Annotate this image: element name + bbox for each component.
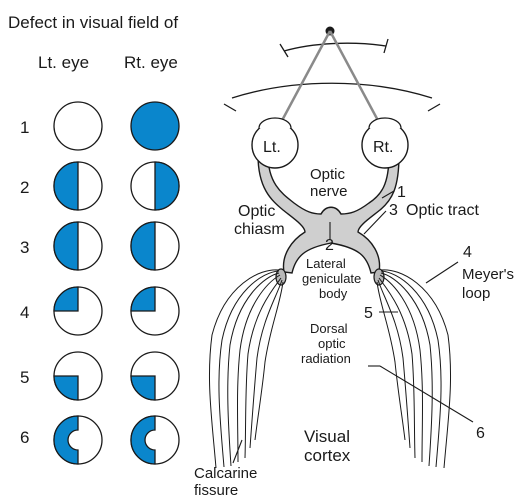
- optic-chiasm-label-line2: chiasm: [234, 221, 285, 238]
- optic-nerve-label-line2: nerve: [310, 183, 348, 200]
- row-number: 6: [20, 428, 29, 447]
- field-left-row3: [54, 222, 102, 270]
- left-eye-label: Lt.: [263, 139, 281, 156]
- meyers-loop-label-line1: Meyer's: [462, 266, 514, 283]
- field-right-row2: [131, 162, 179, 210]
- field-left-row2: [54, 162, 102, 210]
- right-eye: Rt.: [362, 118, 408, 168]
- field-right-row5: [131, 352, 179, 400]
- column-label-right-eye: Rt. eye: [124, 53, 178, 72]
- field-right-row3: [131, 222, 179, 270]
- dorsal-radiation-label-line2: optic: [318, 336, 346, 351]
- row-number: 1: [20, 118, 29, 137]
- field-right-row6: [131, 416, 179, 464]
- row-numbers: 1 2 3 4 5 6: [20, 118, 29, 447]
- row-number: 2: [20, 178, 29, 197]
- right-eye-label: Rt.: [373, 139, 393, 156]
- row-number: 5: [20, 368, 29, 387]
- field-left-row4: [54, 287, 102, 335]
- calcarine-fissure-label-line2: fissure: [194, 482, 238, 499]
- field-left-row1: [54, 102, 102, 150]
- dorsal-radiation-label-line1: Dorsal: [310, 321, 348, 336]
- optic-tract-label: Optic tract: [406, 202, 479, 219]
- row-number: 3: [20, 238, 29, 257]
- marker-6: 6: [476, 425, 485, 442]
- meyers-loop-label-line2: loop: [462, 285, 490, 302]
- left-radiation: [209, 270, 283, 468]
- marker-2: 2: [325, 237, 334, 254]
- calcarine-fissure-label-line1: Calcarine: [194, 465, 257, 482]
- visual-field-arc: [224, 39, 440, 111]
- field-left-row5: [54, 352, 102, 400]
- marker-4: 4: [463, 244, 472, 261]
- field-right-row1: [131, 102, 179, 150]
- field-right-row4: [131, 287, 179, 335]
- lines-of-sight: [278, 31, 382, 128]
- column-label-left-eye: Lt. eye: [38, 53, 89, 72]
- visual-cortex-label-line1: Visual: [304, 427, 350, 446]
- right-radiation: [377, 270, 451, 468]
- field-left-row6: [54, 416, 102, 464]
- marker-1: 1: [397, 184, 406, 201]
- marker-5: 5: [364, 305, 373, 322]
- lgb-label-line2: geniculate: [302, 271, 361, 286]
- figure-heading: Defect in visual field of: [8, 13, 178, 32]
- left-eye: Lt.: [252, 118, 298, 168]
- optic-nerve-label-line1: Optic: [310, 166, 346, 183]
- dorsal-radiation-label-line3: radiation: [301, 351, 351, 366]
- marker-3: 3: [389, 202, 398, 219]
- lgb-label-line1: Lateral: [306, 256, 346, 271]
- optic-chiasm-label-line1: Optic: [238, 203, 275, 220]
- row-number: 4: [20, 303, 29, 322]
- lgb-label-line3: body: [319, 286, 348, 301]
- visual-cortex-label-line2: cortex: [304, 446, 351, 465]
